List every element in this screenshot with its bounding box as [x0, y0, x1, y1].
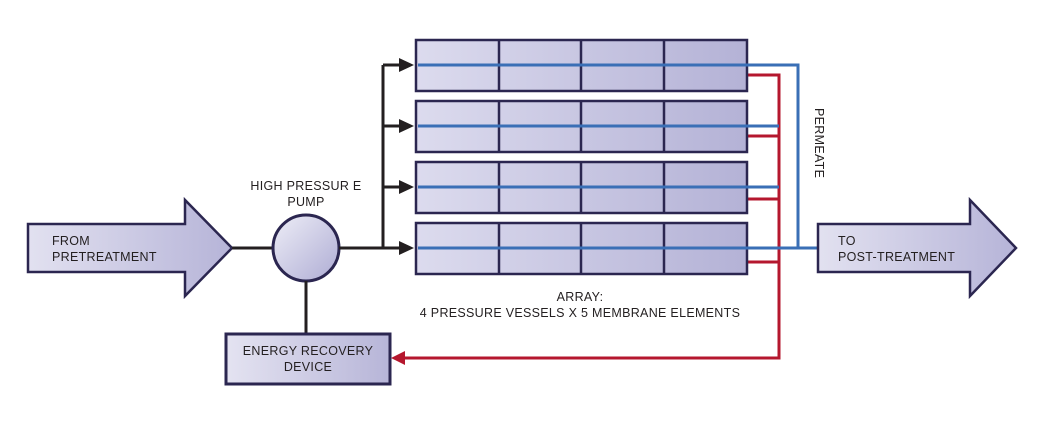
erd-label-line2: DEVICE: [284, 360, 332, 374]
concentrate-arrowhead: [391, 351, 405, 365]
feed-arrowhead: [399, 241, 414, 255]
inlet-label-line1: FROM: [52, 234, 90, 248]
feed-arrowhead: [399, 180, 414, 194]
array-label: ARRAY: 4 PRESSURE VESSELS X 5 MEMBRANE E…: [420, 290, 740, 320]
array-label-line2: 4 PRESSURE VESSELS X 5 MEMBRANE ELEMENTS: [420, 306, 740, 320]
permeate-label: PERMEATE: [812, 108, 826, 178]
feed-branch-3: [383, 180, 414, 194]
feed-arrowhead: [399, 119, 414, 133]
outlet-label-line1: TO: [838, 234, 856, 248]
erd-label-line1: ENERGY RECOVERY: [243, 344, 374, 358]
permeate-lines: [418, 63, 818, 250]
concentrate-lines: [391, 73, 781, 365]
feed-distribution: [339, 58, 414, 255]
feed-branch-4: [383, 241, 414, 255]
feed-branch-2: [383, 119, 414, 133]
feed-arrowhead: [399, 58, 414, 72]
pump-label-line2: PUMP: [287, 195, 324, 209]
energy-recovery-device: ENERGY RECOVERY DEVICE: [224, 332, 392, 386]
outlet-arrow: TO POST-TREATMENT: [816, 196, 1018, 300]
outlet-arrow-shape: [816, 196, 1018, 300]
outlet-label-line2: POST-TREATMENT: [838, 250, 955, 264]
inlet-label-line2: PRETREATMENT: [52, 250, 157, 264]
high-pressure-pump: HIGH PRESSUR E PUMP: [250, 179, 361, 283]
inlet-arrow-shape: [26, 196, 234, 300]
pump-icon: [271, 213, 341, 283]
erd-box: [224, 332, 392, 386]
pump-label-line1: HIGH PRESSUR E: [250, 179, 361, 193]
feed-branch-1: [383, 58, 414, 72]
array-label-line1: ARRAY:: [557, 290, 604, 304]
inlet-arrow: FROM PRETREATMENT: [26, 196, 234, 300]
